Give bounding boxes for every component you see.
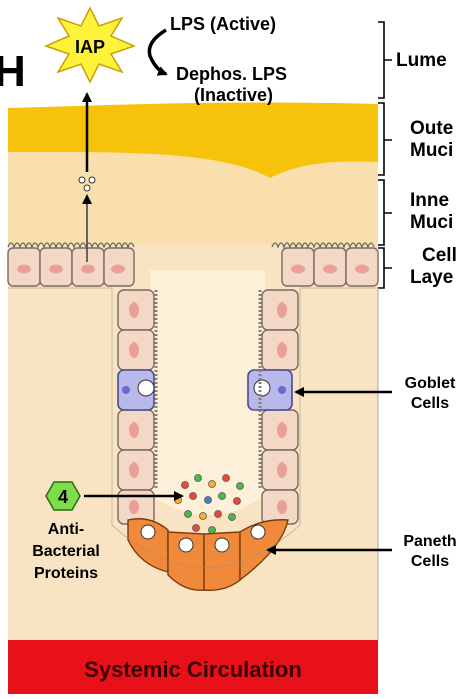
outer-mucus-label-1: Oute (410, 118, 453, 139)
inner-mucus-label-1: Inne (410, 190, 449, 211)
paneth-label-1: Paneth (403, 533, 456, 550)
goblet-label-2: Cells (411, 395, 449, 412)
cell-layer-label-2: Laye (410, 267, 453, 288)
inner-mucus-layer (8, 150, 378, 245)
outer-mucus-label-2: Muci (410, 140, 453, 161)
iap-label: IAP (75, 37, 105, 57)
inner-mucus-label-2: Muci (410, 212, 453, 233)
lps-inactive-label: (Inactive) (194, 85, 273, 105)
systemic-circulation-label: Systemic Circulation (84, 657, 302, 682)
goblet-label-1: Goblet (405, 375, 456, 392)
antibacterial-label-1: Anti- (48, 521, 84, 538)
layer-brackets (378, 22, 392, 288)
cell-layer-label-1: Cell (422, 245, 457, 266)
lps-conversion-arrow (149, 30, 166, 74)
corner-letter: H (0, 47, 26, 96)
antibacterial-label-2: Bacterial (32, 543, 100, 560)
antibacterial-label-3: Proteins (34, 565, 98, 582)
antibacterial-number: 4 (58, 487, 68, 507)
paneth-label-2: Cells (411, 553, 449, 570)
lps-dephos-label: Dephos. LPS (176, 64, 287, 84)
epithelial-nuclei-right (291, 265, 369, 274)
lps-active-label: LPS (Active) (170, 14, 276, 34)
lumen-label: Lume (396, 50, 447, 71)
